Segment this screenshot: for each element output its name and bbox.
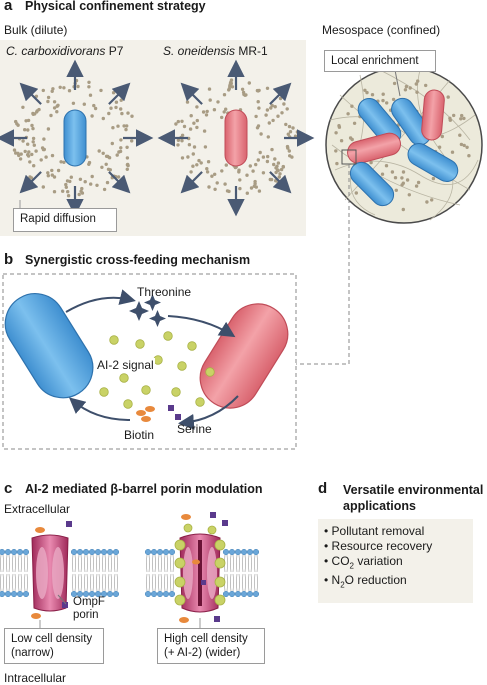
diffusion-arrow	[19, 82, 42, 105]
ompf-porin-wide	[179, 533, 221, 613]
applications-list: • Pollutant removal • Resource recovery …	[318, 519, 473, 603]
confined-red-cell	[421, 89, 445, 141]
panel-c-title: AI-2 mediated β-barrel porin modulation	[25, 482, 263, 496]
diffusion-arrow	[19, 171, 42, 194]
application-item: • CO2 variation	[324, 554, 403, 571]
serine-molecules	[168, 405, 181, 420]
panel-a-title: Physical confinement strategy	[25, 0, 206, 13]
diffusion-arrow	[180, 171, 203, 194]
zoom-connector	[296, 164, 350, 365]
enrichment-pointer	[394, 69, 401, 97]
mesospace-label: Mesospace (confined)	[322, 23, 441, 37]
species-1-label: C. carboxidivorans P7	[6, 44, 124, 58]
ai2-molecule	[177, 361, 187, 371]
biotin-label: Biotin	[124, 428, 155, 442]
diffusion-arrow	[269, 171, 292, 194]
mesospace-sphere	[325, 66, 483, 224]
ai2-molecules	[99, 331, 215, 409]
ai2-molecule	[187, 341, 197, 351]
extracellular-nutrients-left	[31, 521, 72, 619]
panel-c-letter: c	[4, 480, 13, 497]
serine-flow-arrow	[178, 395, 239, 430]
application-item: • Pollutant removal	[324, 524, 425, 538]
ai2-molecule	[195, 397, 205, 407]
ai2-molecule	[171, 387, 181, 397]
ai2-molecule	[153, 355, 163, 365]
biotin-flow-arrow	[68, 397, 131, 421]
confined-red-cell	[347, 132, 401, 164]
ompf-pointer	[57, 594, 67, 605]
species-2-label: S. oneidensis MR-1	[163, 44, 268, 58]
cross-feed-red-cell	[199, 303, 289, 409]
threonine-label: Threonine	[137, 285, 192, 299]
panel-d-letter: d	[318, 480, 328, 497]
rapid-diffusion-box: Rapid diffusion	[13, 208, 117, 232]
ai2-molecule	[141, 385, 151, 395]
red-bacterium	[224, 109, 248, 167]
biotin-molecules	[136, 406, 155, 422]
intracellular-label: Intracellular	[4, 671, 67, 685]
low-density-box: Low cell density(narrow)	[4, 628, 104, 664]
threonine-flow-arrow	[65, 289, 136, 313]
diffusion-arrows	[157, 59, 315, 217]
confined-blue-cell	[391, 97, 432, 146]
confined-blue-cell	[349, 161, 395, 207]
panel-b-title: Synergistic cross-feeding mechanism	[25, 253, 251, 267]
ai2-molecule	[119, 373, 129, 383]
bulk-cluster-blue	[0, 59, 154, 217]
bulk-label: Bulk (dilute)	[4, 23, 68, 37]
extracellular-label: Extracellular	[4, 502, 71, 516]
application-item: • Resource recovery	[324, 539, 433, 553]
threonine-molecules	[129, 294, 166, 327]
ai2-molecule	[205, 367, 215, 377]
ai2-molecule	[99, 387, 109, 397]
ai2-molecule	[123, 399, 133, 409]
membrane-right	[144, 548, 260, 598]
diffusion-arrow	[108, 82, 131, 105]
cross-feed-blue-cell	[4, 293, 94, 399]
ai2-molecule	[109, 335, 119, 345]
flow-arrow-to-red	[167, 315, 236, 338]
panel-b-frame	[2, 273, 297, 450]
application-item: • N2O reduction	[324, 573, 407, 590]
diffusing-molecules	[12, 78, 134, 198]
diffusion-arrows	[0, 59, 154, 217]
local-enrichment-box: Local enrichment	[324, 50, 436, 72]
membrane-left	[0, 548, 120, 598]
ai2-molecule	[163, 331, 173, 341]
bulk-cluster-red	[157, 59, 315, 217]
panel-a-letter: a	[4, 0, 13, 14]
bound-ai2	[174, 523, 226, 606]
panel-b-letter: b	[4, 251, 14, 268]
ai2-molecule	[135, 339, 145, 349]
diffusion-arrow	[108, 171, 131, 194]
blue-bacterium	[63, 109, 87, 167]
diffusion-arrow	[180, 82, 203, 105]
diffusion-arrow	[269, 82, 292, 105]
serine-label: Serine	[177, 422, 212, 436]
confined-blue-cell	[407, 143, 459, 182]
ai2-signal-label: AI-2 signal	[96, 358, 155, 372]
extracellular-nutrients-right	[179, 512, 228, 623]
high-density-box: High cell density(+ AI-2) (wider)	[157, 628, 265, 664]
